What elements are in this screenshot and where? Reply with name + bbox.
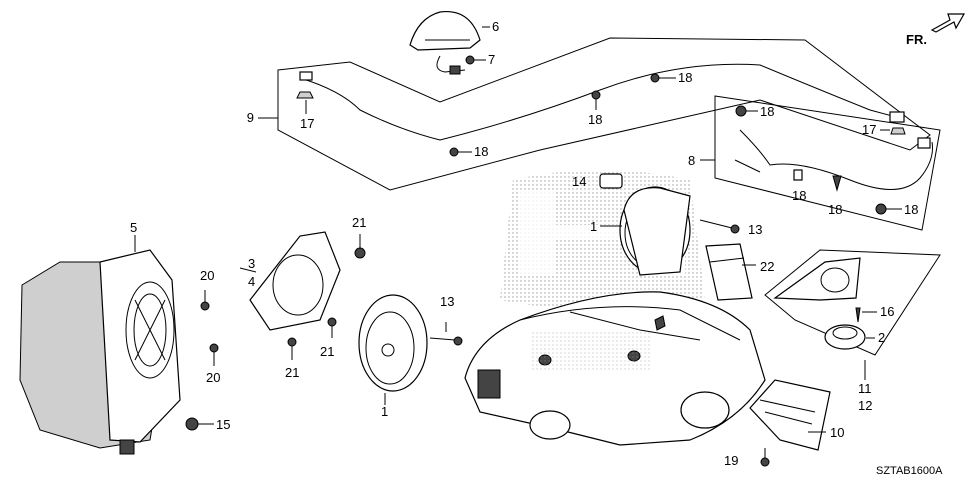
front-direction-indicator: FR. [906, 13, 966, 47]
group-outline-11 [764, 249, 941, 356]
callout-13-lower: 13 [440, 294, 454, 309]
diagram-code: SZTAB1600A [876, 465, 943, 477]
callout-20-a: 20 [200, 268, 214, 283]
group-outline-8 [714, 95, 941, 231]
callout-8: 8 [688, 153, 695, 168]
callout-17-left: 17 [300, 116, 314, 131]
callout-13-upper: 13 [748, 222, 762, 237]
callout-18-a: 18 [474, 144, 488, 159]
callout-12: 12 [858, 398, 872, 413]
callout-10: 10 [830, 425, 844, 440]
callout-1-upper: 1 [590, 219, 597, 234]
callout-7: 7 [488, 52, 495, 67]
callout-17-right: 17 [862, 122, 876, 137]
direction-label: FR. [906, 32, 927, 47]
callout-2: 2 [878, 330, 885, 345]
front-speaker-upper [619, 186, 691, 276]
callout-18-b: 18 [588, 112, 602, 127]
callout-18-f: 18 [828, 202, 842, 217]
callout-16: 16 [880, 304, 894, 319]
callout-3: 3 [248, 256, 255, 271]
callout-18-g: 18 [904, 202, 918, 217]
callout-22: 22 [760, 259, 774, 274]
callout-5: 5 [130, 220, 137, 235]
callout-20-b: 20 [206, 370, 220, 385]
callout-18-c: 18 [678, 70, 692, 85]
callout-9: 9 [247, 110, 254, 125]
callout-4: 4 [248, 274, 255, 289]
callout-21-a: 21 [285, 365, 299, 380]
callout-21-b: 21 [320, 344, 334, 359]
callout-15: 15 [216, 417, 230, 432]
callout-19: 19 [724, 453, 738, 468]
callout-18-d: 18 [760, 104, 774, 119]
callout-18-e: 18 [792, 188, 806, 203]
callout-11: 11 [858, 381, 872, 396]
roof-antenna [409, 10, 481, 75]
callout-14: 14 [572, 174, 586, 189]
callout-6: 6 [492, 19, 499, 34]
callout-1-lower: 1 [381, 404, 388, 419]
rear-speaker-lower [358, 294, 428, 392]
callout-21-c: 21 [352, 215, 366, 230]
subwoofer-enclosure [19, 249, 181, 455]
